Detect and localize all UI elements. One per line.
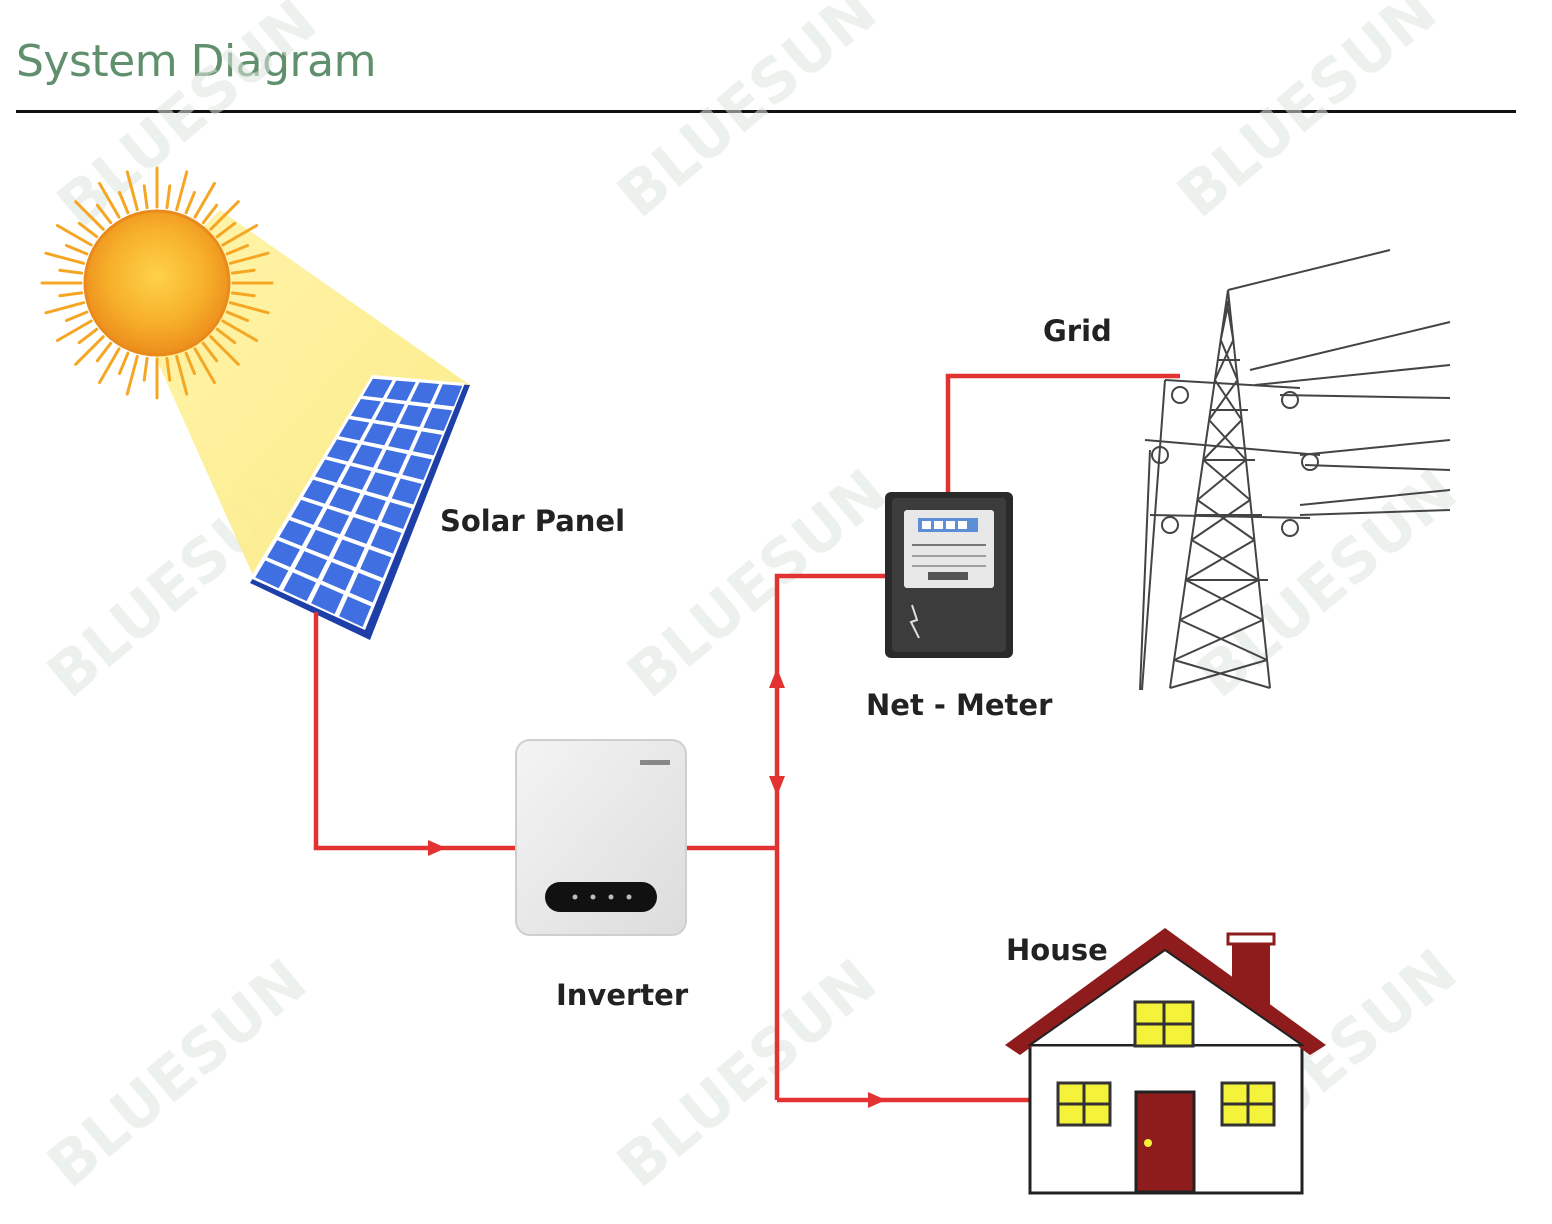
inverter-label: Inverter [556, 978, 689, 1012]
svg-text:BLUESUN: BLUESUN [1165, 0, 1450, 231]
title-divider [16, 110, 1516, 113]
solar-panel-label: Solar Panel [440, 504, 625, 538]
wiring [313, 373, 1180, 1103]
sun-icon [40, 166, 274, 400]
house-label: House [1006, 933, 1108, 967]
inverter-icon [515, 739, 687, 936]
house-icon [1005, 928, 1326, 1195]
net-meter-label: Net - Meter [866, 688, 1053, 722]
transmission-tower-icon [1139, 249, 1451, 691]
solar-panel-icon [250, 375, 470, 640]
house-windows [1056, 1000, 1276, 1127]
grid-label: Grid [1043, 314, 1112, 348]
flow-arrows [428, 668, 886, 1108]
page-title: System Diagram [16, 36, 376, 87]
svg-text:BLUESUN: BLUESUN [605, 0, 890, 231]
net-meter-icon [885, 492, 1013, 658]
svg-text:BLUESUN: BLUESUN [615, 456, 900, 711]
svg-text:BLUESUN: BLUESUN [1185, 456, 1470, 711]
svg-text:BLUESUN: BLUESUN [45, 0, 330, 241]
svg-text:BLUESUN: BLUESUN [35, 946, 320, 1201]
